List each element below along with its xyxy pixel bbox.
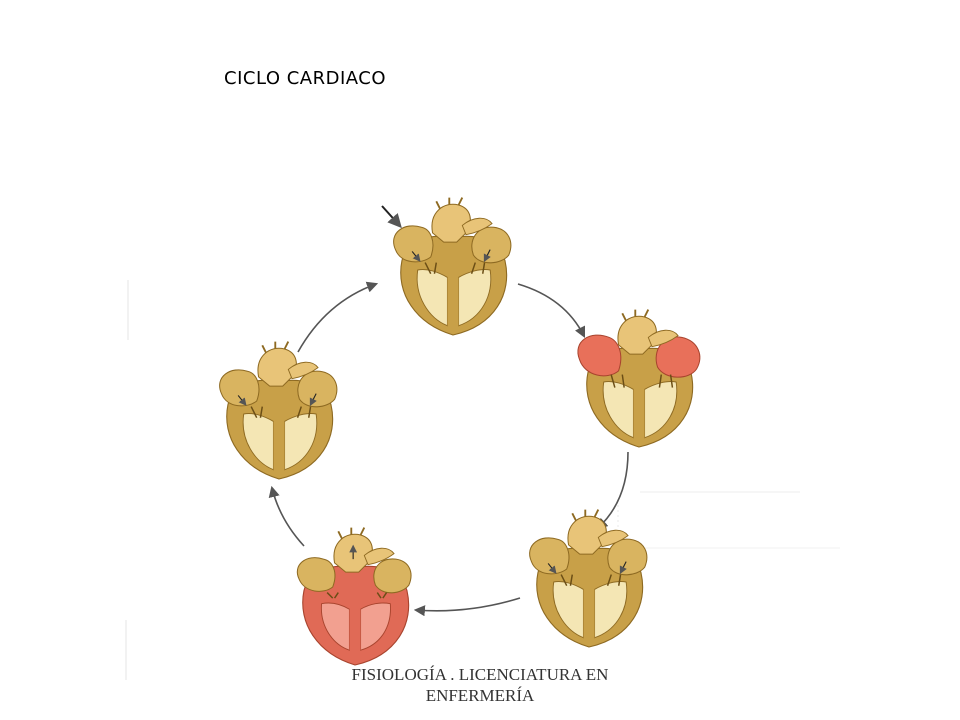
heart-stage-right xyxy=(576,308,701,448)
entry-arrow xyxy=(381,205,402,229)
footer-line-1: FISIOLOGÍA . LICENCIATURA EN xyxy=(351,665,609,684)
scan-artifacts xyxy=(125,280,840,680)
cycle-arrow-bottom xyxy=(413,597,521,617)
cycle-arrow-left-top xyxy=(297,281,379,353)
slide-title: CICLO CARDIACO xyxy=(224,68,387,89)
heart-stage-bottom-left xyxy=(297,528,411,665)
cycle-arrow-top-right xyxy=(517,283,586,339)
heart-stage-bottom-right xyxy=(530,510,647,647)
heart-stage-left xyxy=(220,342,337,479)
footer-line-2: ENFERMERÍA xyxy=(425,686,535,705)
heart-stage-top xyxy=(394,198,511,335)
cycle-arrow-right-down xyxy=(596,451,629,530)
cycle-arrow-left-up xyxy=(268,485,305,547)
slide-footer: FISIOLOGÍA . LICENCIATURA EN ENFERMERÍA xyxy=(280,664,680,706)
